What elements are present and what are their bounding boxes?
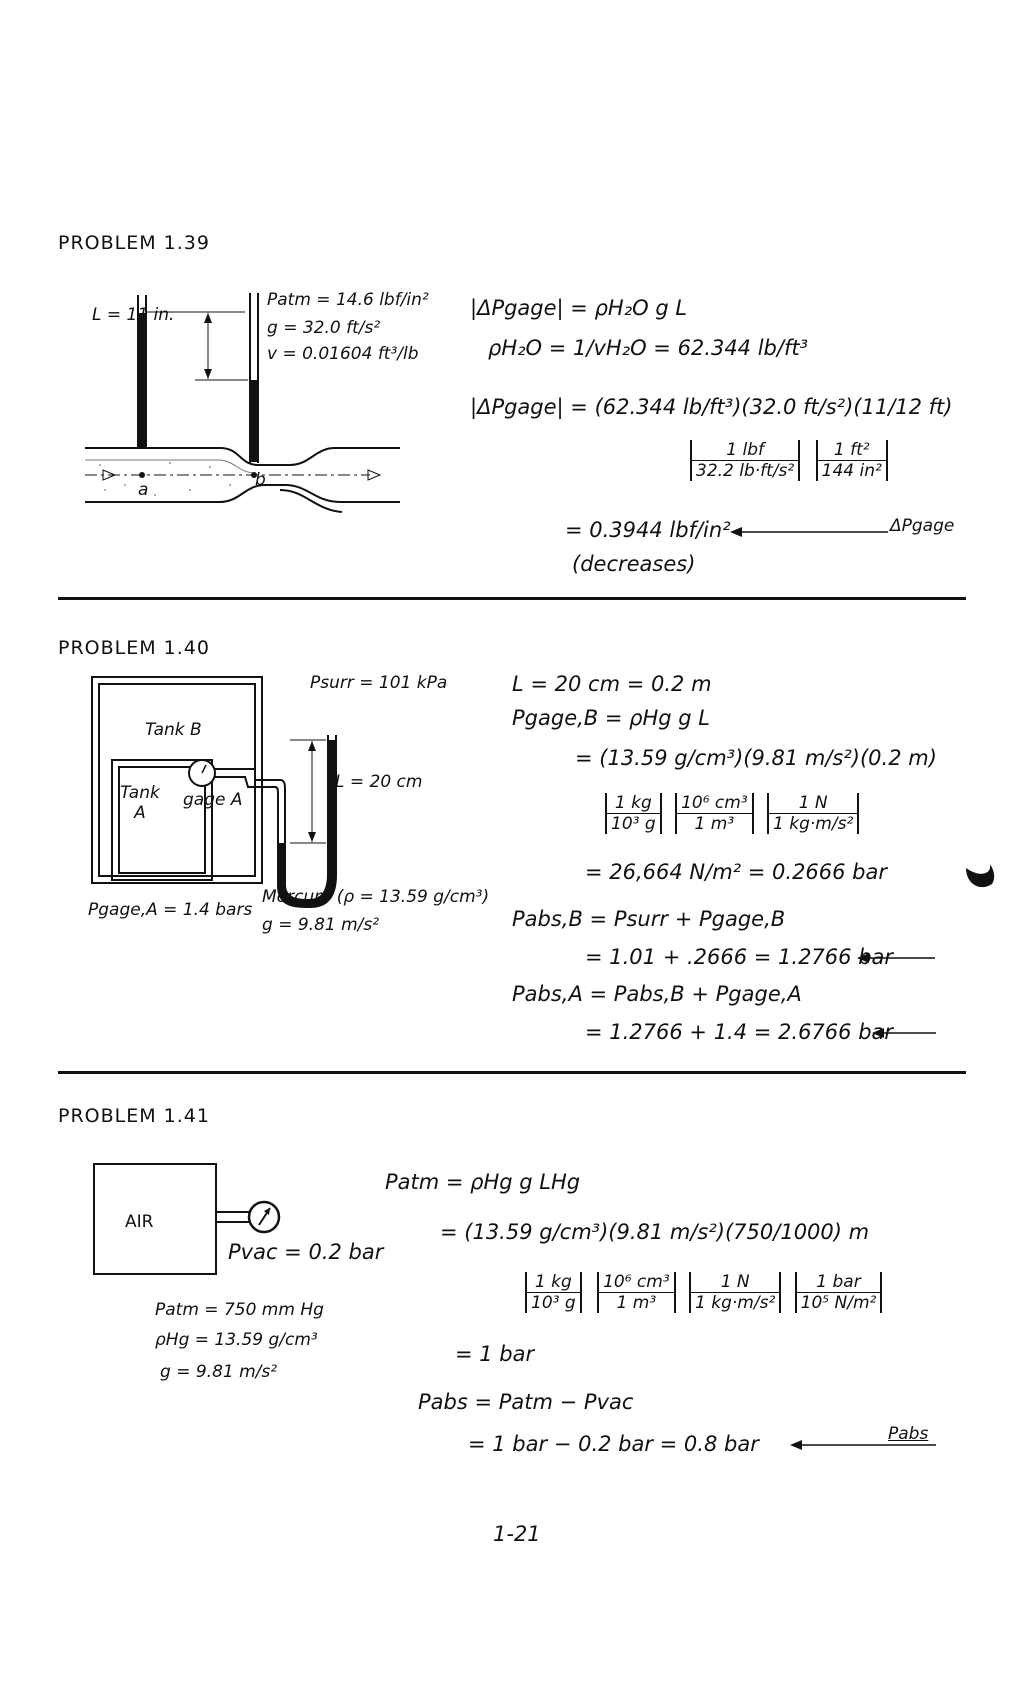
answer-arrow bbox=[857, 953, 935, 963]
l-dimension-label: L = 20 cm bbox=[335, 772, 423, 792]
equation-line-4: = 26,664 N/m² = 0.2666 bar bbox=[585, 860, 888, 884]
air-label: AIR bbox=[125, 1212, 154, 1232]
note-decreases: (decreases) bbox=[572, 552, 696, 576]
l-dimension-label: L = 11 in. bbox=[92, 305, 175, 325]
equation-line-2: = (13.59 g/cm³)(9.81 m/s²)(750/1000) m bbox=[440, 1220, 870, 1244]
divider-1 bbox=[58, 597, 966, 600]
g-given: g = 9.81 m/s² bbox=[262, 915, 380, 935]
mercury-given: Mercury (ρ = 13.59 g/cm³) bbox=[262, 887, 490, 907]
specific-volume-given: v = 0.01604 ft³/lb bbox=[267, 344, 419, 364]
page-number: 1-21 bbox=[493, 1522, 541, 1546]
result-line: = 0.3944 lbf/in² bbox=[565, 518, 731, 542]
answer-label: Pabs bbox=[888, 1424, 929, 1444]
tank-a-label: Tank A bbox=[120, 783, 160, 823]
equation-line-3: |ΔPgage| = (62.344 lb/ft³)(32.0 ft/s²)(1… bbox=[470, 395, 953, 419]
rho-given: ρHg = 13.59 g/cm³ bbox=[155, 1330, 318, 1350]
air-tank-diagram bbox=[93, 1163, 281, 1275]
answer-arrow bbox=[872, 1028, 936, 1038]
gage-a-label: gage A bbox=[183, 790, 243, 810]
g-given: g = 32.0 ft/s² bbox=[267, 318, 381, 338]
divider-2 bbox=[58, 1071, 966, 1074]
equation-line-3: = 1 bar bbox=[455, 1342, 535, 1366]
patm-given: Patm = 14.6 lbf/in² bbox=[267, 290, 429, 310]
tank-b-label: Tank B bbox=[145, 720, 202, 740]
answer-label: ΔPgage bbox=[890, 516, 955, 536]
equation-line-2: ρH₂O = 1/vH₂O = 62.344 lb/ft³ bbox=[488, 336, 809, 360]
equation-line-1: |ΔPgage| = ρH₂O g L bbox=[470, 296, 688, 320]
equation-line-8: = 1.2766 + 1.4 = 2.6766 bar bbox=[585, 1020, 894, 1044]
equation-line-7: Pabs,A = Pabs,B + Pgage,A bbox=[512, 982, 802, 1006]
equation-line-3: = (13.59 g/cm³)(9.81 m/s²)(0.2 m) bbox=[575, 746, 937, 770]
equation-line-4: Pabs = Patm − Pvac bbox=[418, 1390, 634, 1414]
pvac-label: Pvac = 0.2 bar bbox=[228, 1240, 384, 1264]
tank-diagram bbox=[91, 676, 337, 909]
point-a-label: a bbox=[138, 480, 149, 500]
psurr-label: Psurr = 101 kPa bbox=[310, 673, 448, 693]
equation-line-5: = 1 bar − 0.2 bar = 0.8 bar bbox=[468, 1432, 759, 1456]
equation-line-5: Pabs,B = Psurr + Pgage,B bbox=[512, 907, 786, 931]
equation-line-6: = 1.01 + .2666 = 1.2766 bar bbox=[585, 945, 894, 969]
problem-1-41-title: PROBLEM 1.41 bbox=[58, 1105, 210, 1127]
point-b-label: b bbox=[255, 470, 266, 490]
venturi-diagram bbox=[85, 293, 400, 513]
problem-1-40-title: PROBLEM 1.40 bbox=[58, 637, 210, 659]
g-given: g = 9.81 m/s² bbox=[160, 1362, 278, 1382]
answer-arrow bbox=[730, 527, 888, 537]
equation-line-1: Patm = ρHg g LHg bbox=[385, 1170, 581, 1194]
equation-line-1: L = 20 cm = 0.2 m bbox=[512, 672, 712, 696]
ink-blot bbox=[966, 864, 995, 888]
problem-1-39-title: PROBLEM 1.39 bbox=[58, 232, 210, 254]
answer-arrow bbox=[790, 1440, 936, 1450]
patm-given: Patm = 750 mm Hg bbox=[155, 1300, 324, 1320]
pgage-a-given: Pgage,A = 1.4 bars bbox=[88, 900, 253, 920]
equation-line-2: Pgage,B = ρHg g L bbox=[512, 706, 710, 730]
